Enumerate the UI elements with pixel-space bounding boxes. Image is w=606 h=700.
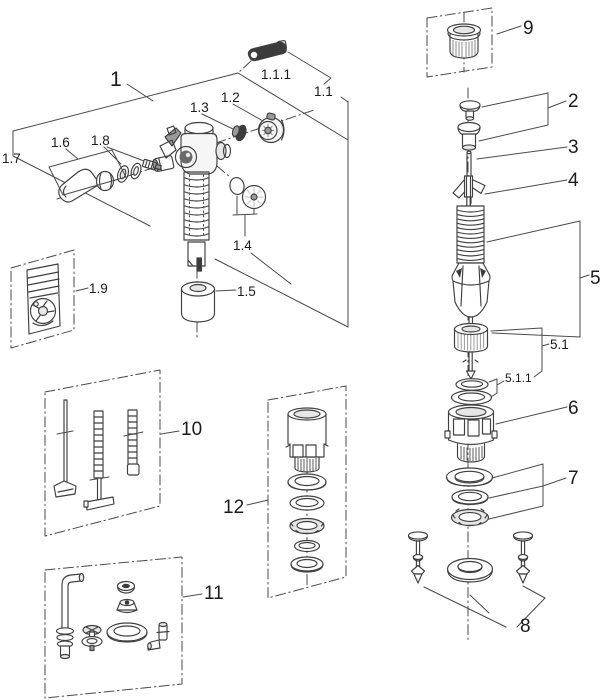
fixing-set [407,531,534,584]
service-pack-box [10,249,75,349]
label-6: 6 [568,398,579,419]
base-gasket [446,557,494,583]
threaded-stub [141,158,162,171]
lever-part [247,40,288,62]
side-knob-part [257,112,285,144]
grommet-seal [116,580,136,594]
label-1-4: 1.4 [233,238,252,253]
seal-kit-box [44,556,183,699]
group1-panel-outline [12,72,349,328]
valve-cup [285,407,329,473]
center-axes [56,11,469,641]
label-1-8: 1.8 [91,133,110,148]
seat-seal-rings [445,467,494,527]
labels-layer: 1 1.1 1.1.1 1.2 1.3 1.4 1.5 1.6 1.7 1.8 … [2,18,601,637]
label-9: 9 [523,18,534,39]
angle-connector [147,621,170,651]
label-5-1: 5.1 [550,337,569,352]
fixing-bolt-left [407,531,429,584]
float-wings [452,175,486,208]
label-7: 7 [568,468,579,489]
label-1-5: 1.5 [237,284,256,299]
cone-gasket [116,598,138,614]
side-grommet-small [231,124,247,142]
label-1-9: 1.9 [89,281,108,296]
filter-shank [183,171,210,272]
inlet-parts-row [58,158,162,203]
valve-basket [444,404,498,463]
label-1-7: 1.7 [2,151,21,166]
label-1: 1 [110,68,122,91]
label-5: 5 [590,268,601,289]
pointer-lines [48,25,590,628]
seal-ring-stack [287,473,327,573]
float-rods-box [44,369,161,537]
poppet-valve [81,624,103,652]
label-10: 10 [181,419,202,440]
label-1-1: 1.1 [314,84,333,99]
label-4: 4 [568,170,579,191]
label-1-2: 1.2 [221,90,240,105]
valve-seal-stack-box [267,385,347,599]
label-1-1-1: 1.1.1 [261,67,291,82]
label-11: 11 [204,583,224,604]
adjuster-nut [453,322,489,380]
label-1-6: 1.6 [51,135,70,150]
float-rod-short [123,409,144,476]
label-8: 8 [520,616,531,637]
valve-body [152,121,232,175]
flow-control-discs [229,176,267,210]
label-3: 3 [568,137,579,158]
float-rod-long [53,399,77,498]
flush-valve-stack [407,100,534,584]
push-button-box [426,7,493,78]
shank-cylinder [180,281,216,323]
label-5-1-1: 5.1.1 [505,371,532,385]
label-12: 12 [223,497,244,518]
spare-part-packet [26,263,61,335]
fixing-bolt-right [512,531,534,584]
float-rod-ribbed [83,410,115,511]
push-button-part [446,23,482,59]
o-ring [106,622,148,643]
label-2: 2 [568,91,579,112]
valve-cartridge [451,205,491,328]
fill-valve-assembly [58,40,288,323]
small-washers [450,378,493,406]
actuator-buttons [457,100,481,151]
label-1-3: 1.3 [190,100,209,115]
flush-bent-pipe [55,572,85,660]
